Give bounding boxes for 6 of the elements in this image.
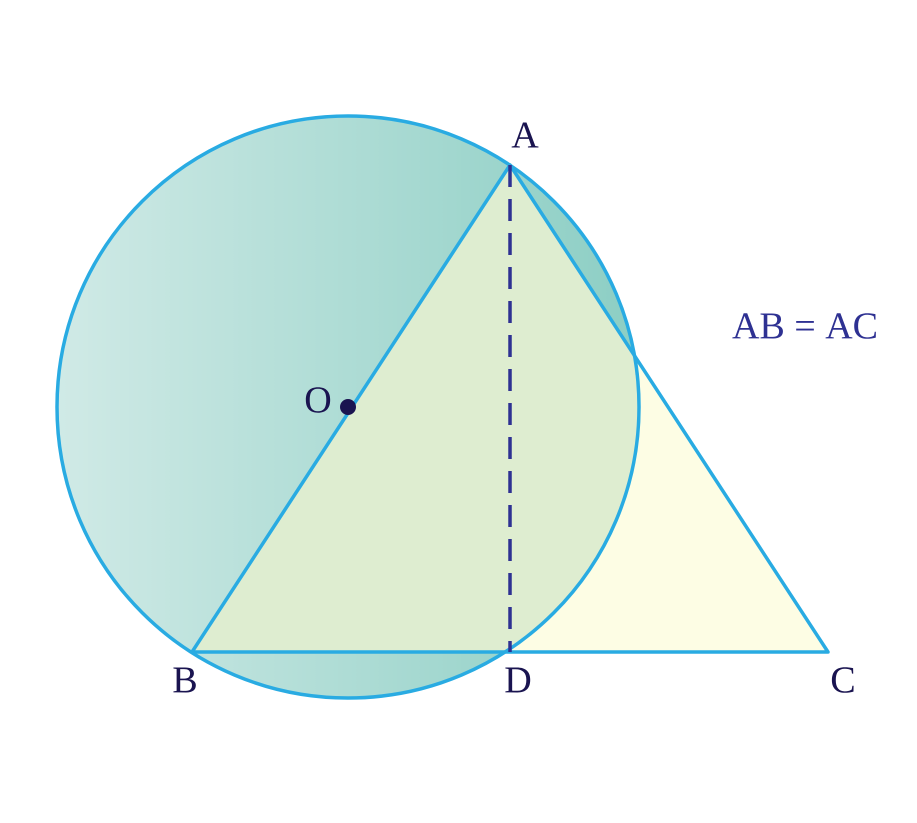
point-label: D <box>505 668 530 692</box>
equation: AB = AC <box>732 313 876 339</box>
point-label: B <box>173 668 196 692</box>
point-label: O <box>306 387 330 413</box>
point-label: A <box>512 122 538 148</box>
point-label: C <box>832 667 854 693</box>
